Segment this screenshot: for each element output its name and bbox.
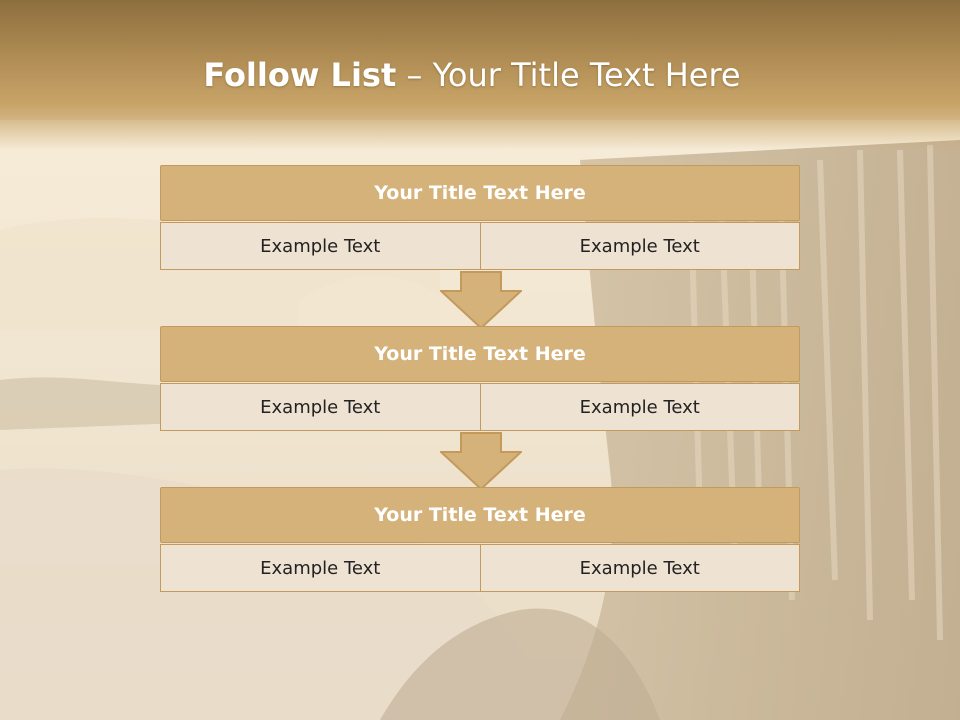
list-block-1: Your Title Text Here Example Text Exampl…: [160, 165, 800, 270]
block-header: Your Title Text Here: [160, 165, 800, 221]
block-row: Example Text Example Text: [160, 383, 800, 431]
block-cell-right: Example Text: [480, 544, 800, 592]
down-arrow-icon: [440, 432, 522, 490]
block-header: Your Title Text Here: [160, 487, 800, 543]
list-block-3: Your Title Text Here Example Text Exampl…: [160, 487, 800, 592]
list-block-2: Your Title Text Here Example Text Exampl…: [160, 326, 800, 431]
title-bold-part: Follow List: [203, 56, 397, 94]
block-cell-left: Example Text: [160, 222, 481, 270]
block-cell-right: Example Text: [480, 222, 800, 270]
title-rest-part: – Your Title Text Here: [396, 56, 741, 94]
block-cell-left: Example Text: [160, 383, 481, 431]
block-row: Example Text Example Text: [160, 544, 800, 592]
page-title: Follow List – Your Title Text Here: [0, 52, 944, 98]
title-band: [0, 0, 960, 150]
block-header: Your Title Text Here: [160, 326, 800, 382]
block-cell-left: Example Text: [160, 544, 481, 592]
block-cell-right: Example Text: [480, 383, 800, 431]
block-row: Example Text Example Text: [160, 222, 800, 270]
down-arrow-icon: [440, 271, 522, 329]
